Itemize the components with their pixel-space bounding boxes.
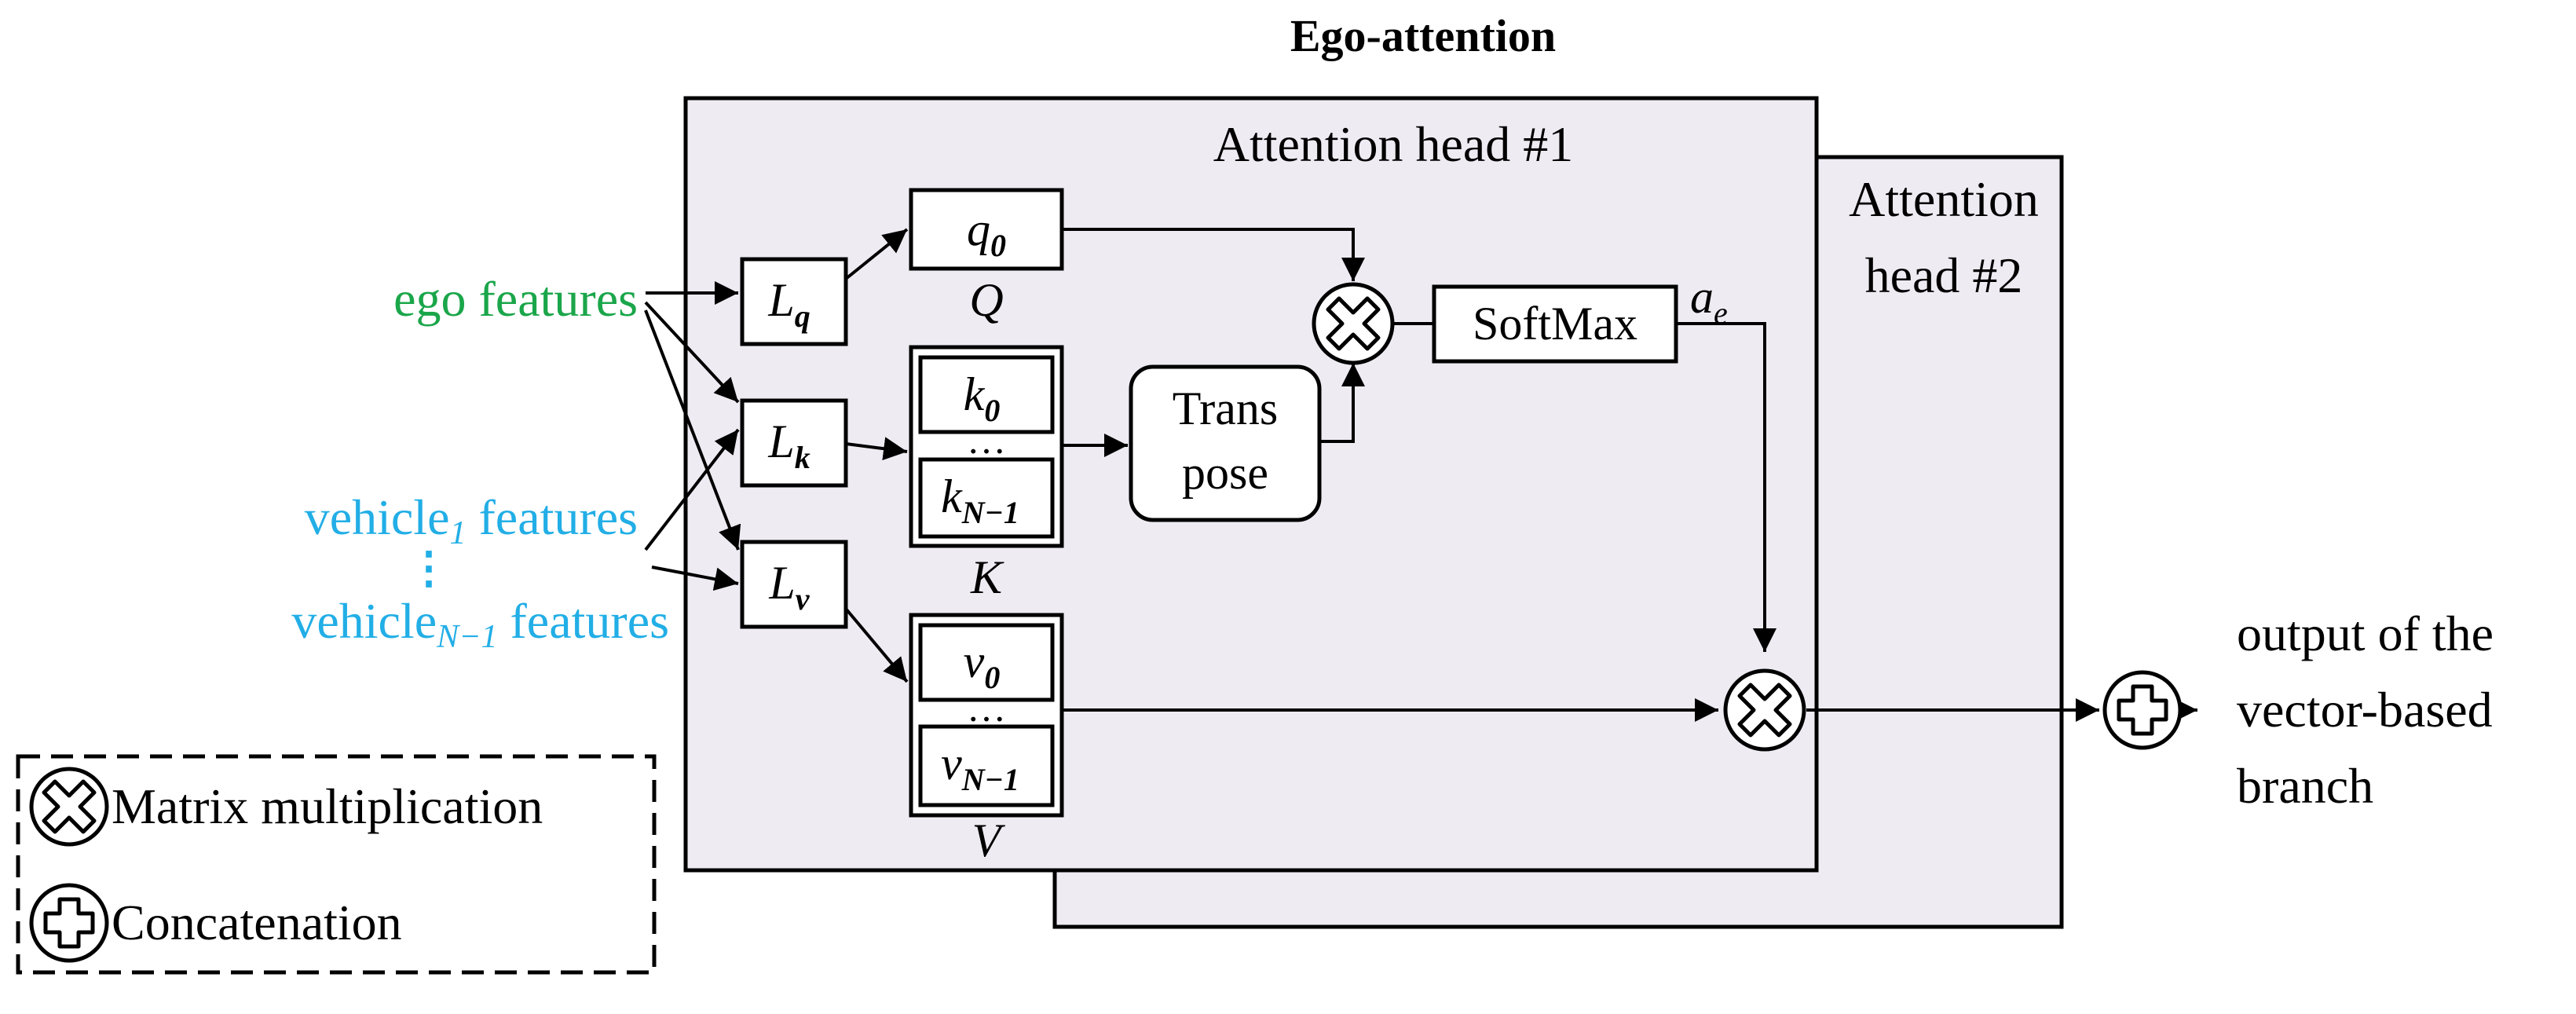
legend-box [16,754,657,975]
matmul-top-icon [1312,282,1395,365]
vehicle-n-features-label: vehicleN−1 features [291,593,669,655]
softmax-box [1432,284,1678,364]
keys-K-label: K [970,551,1004,603]
values-dots: … [967,686,1006,730]
linear-v-label: Lv [768,557,810,617]
key-k0-box [918,355,1055,434]
linear-output-arrows [844,228,909,683]
query-Q-label: Q [969,274,1003,326]
transpose-box [1129,364,1322,522]
output-label-line1: output of the [2237,606,2494,661]
attention-head-2-label: Attention [1849,171,2039,227]
query-box [909,188,1064,271]
softmax-output-label: ae [1690,271,1728,331]
concat-icon [2102,670,2183,750]
output-label-line3: branch [2237,758,2373,814]
attention-head-1-label: Attention head #1 [1213,116,1574,172]
legend-matmul-icon [29,767,109,847]
linear-q-box [740,257,848,346]
connection-lines [1062,228,2197,722]
key-k0-label: k0 [964,368,1001,428]
transpose-label-line2: pose [1182,447,1268,499]
diagram-title: Ego-attention [1290,10,1556,61]
value-v0-box [918,623,1055,702]
legend-matmul-label: Matrix multiplication [112,778,543,834]
softmax-label: SoftMax [1473,298,1637,350]
input-arrows [644,281,741,591]
key-kn-box [918,457,1055,539]
key-kn-label: kN−1 [941,470,1019,530]
value-vn-label: vN−1 [941,738,1019,797]
transpose-label-line1: Trans [1173,383,1279,434]
values-V-label: V [972,814,1006,866]
linear-k-label: Lk [767,415,810,475]
output-label-line2: vector-based [2237,682,2493,738]
vehicle-ellipsis: ⋮ [407,544,451,593]
linear-k-box [740,398,848,488]
linear-q-label: Lq [767,274,810,334]
value-vn-box [918,724,1055,807]
vehicle-1-features-label: vehicle1 features [305,489,638,551]
ego-features-label: ego features [393,271,638,327]
attention-head-2-label-line2: head #2 [1865,247,2023,303]
matmul-bottom-icon [1723,668,1806,752]
keys-dots: … [967,418,1006,462]
linear-v-box [740,540,848,629]
legend-concat-icon [29,883,109,963]
query-q0-label: q0 [967,203,1006,263]
legend-concat-label: Concatenation [112,895,402,950]
value-v0-label: v0 [964,635,1001,695]
